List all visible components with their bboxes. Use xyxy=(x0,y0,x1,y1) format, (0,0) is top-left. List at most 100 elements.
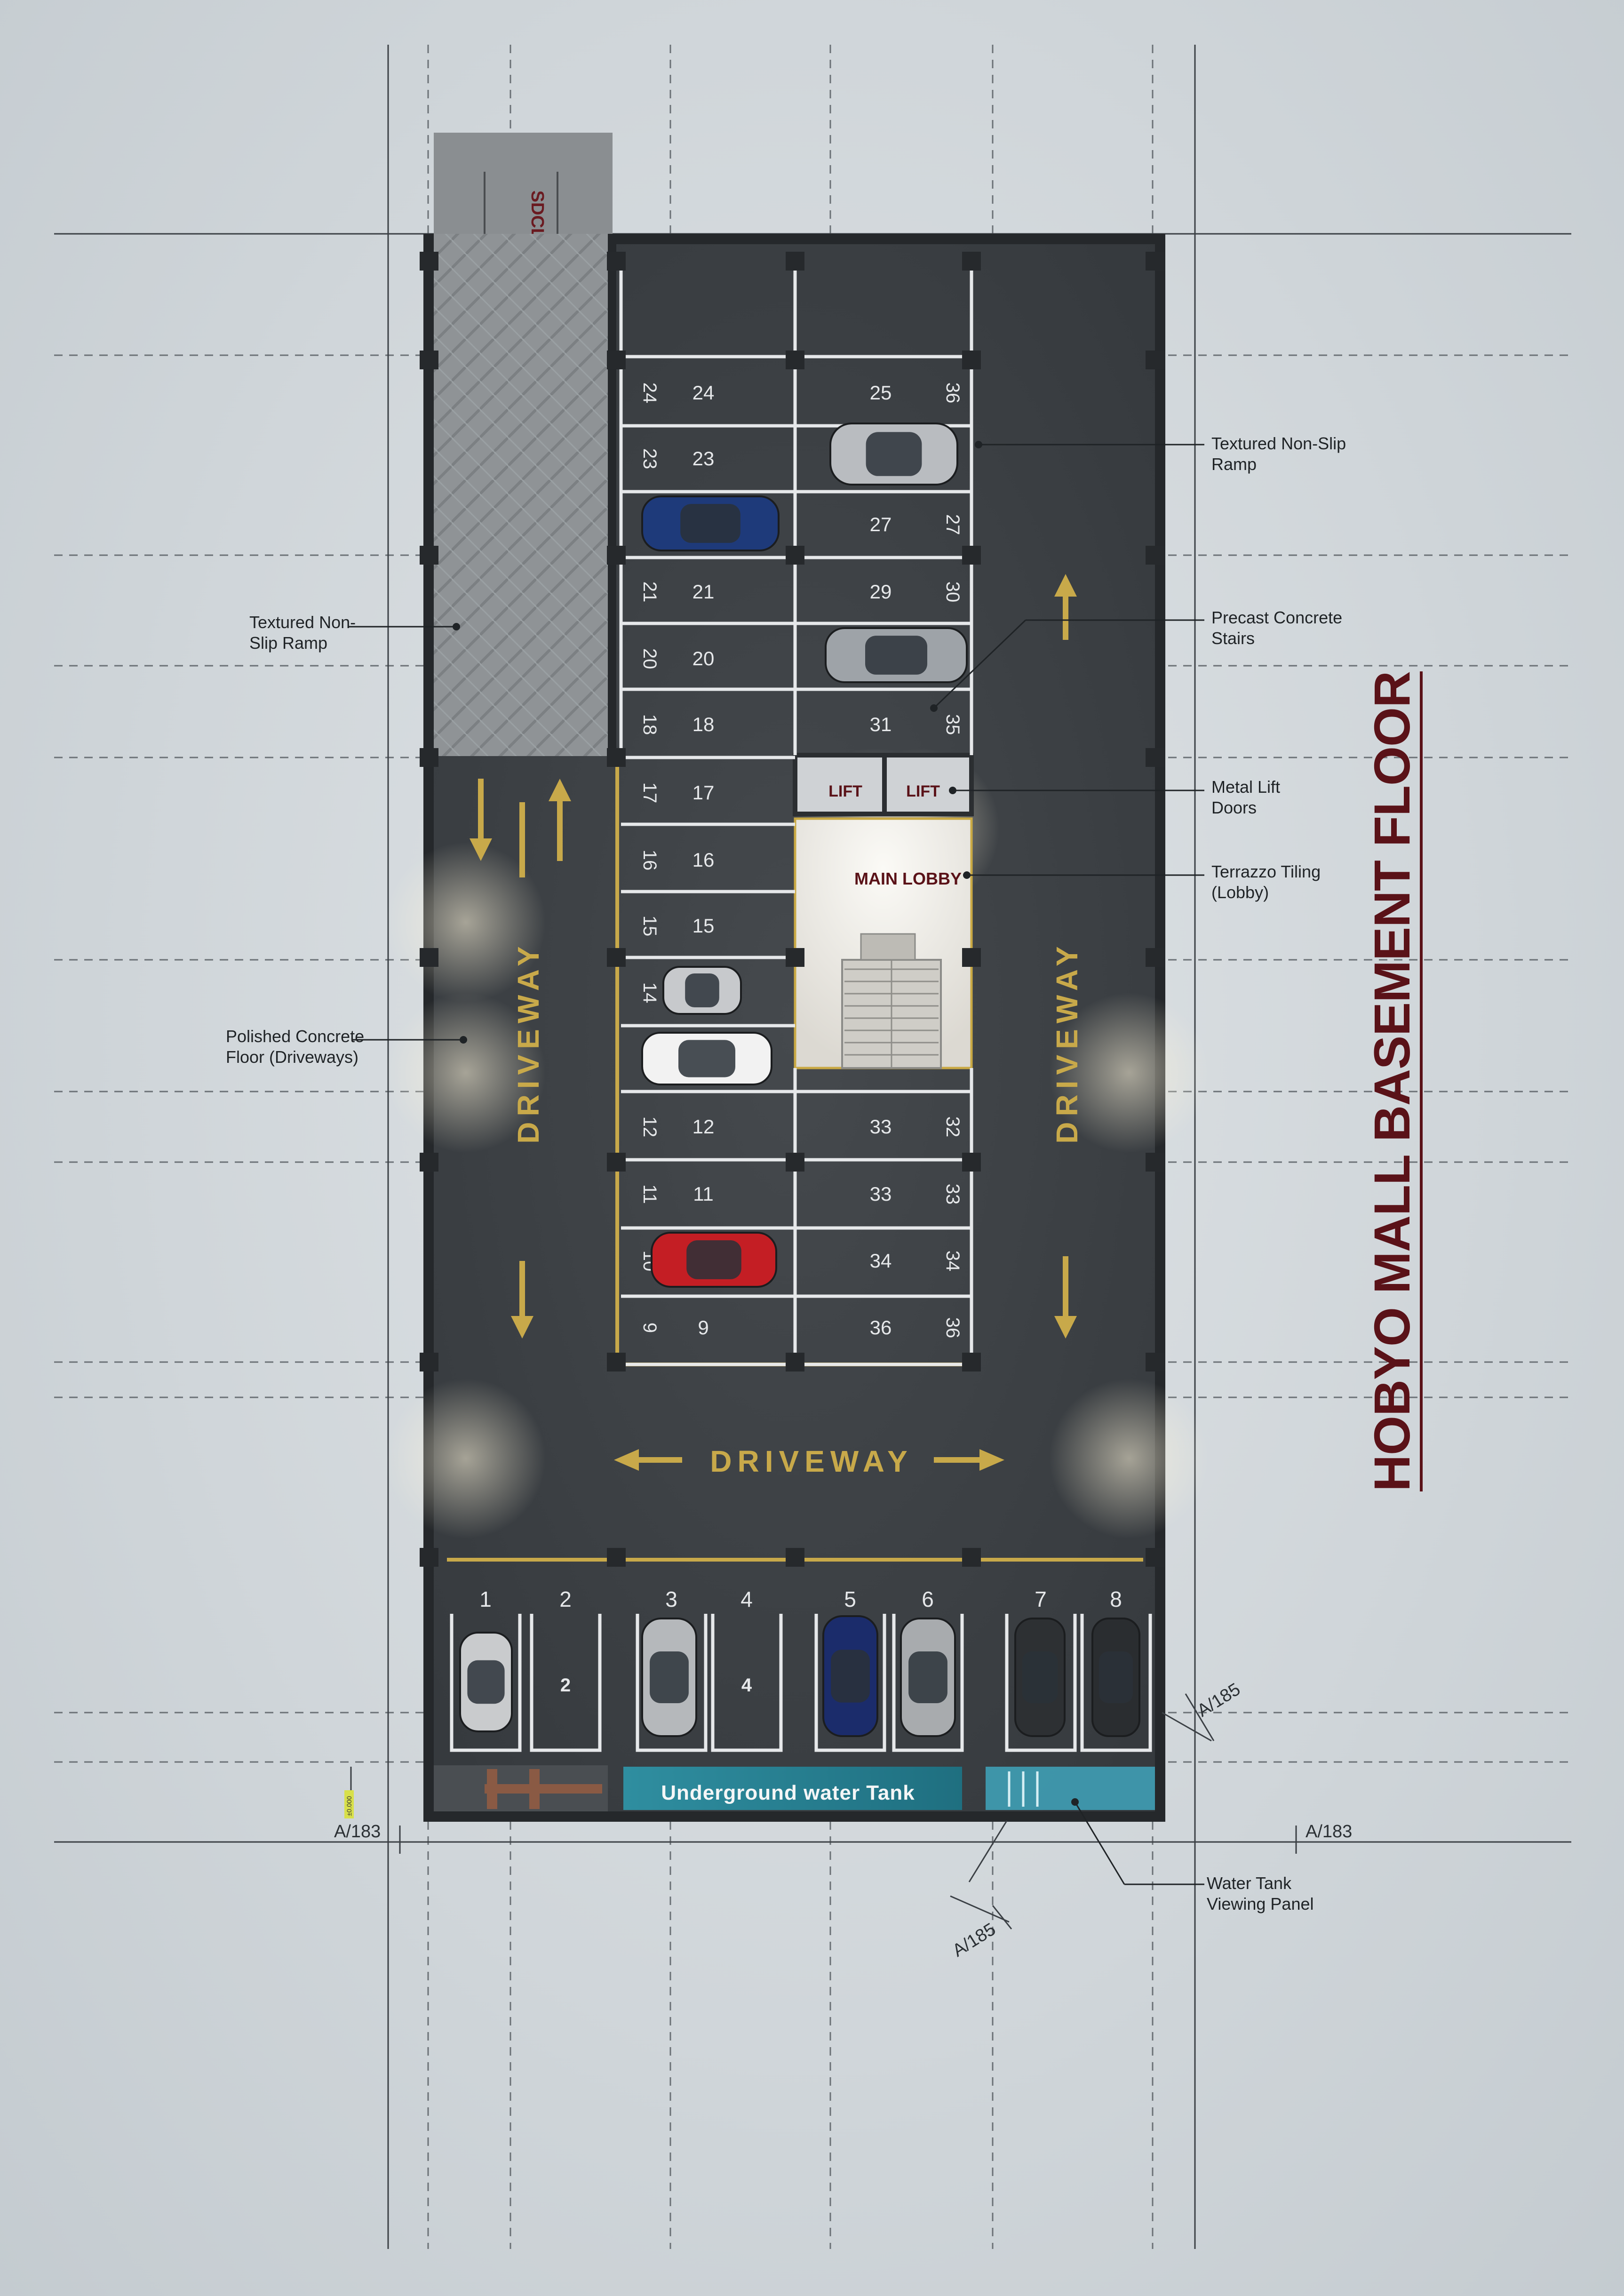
right-slot-number: 27 xyxy=(870,513,892,535)
structural-column xyxy=(420,252,438,271)
note-lobby-floor-text: Terrazzo Tiling xyxy=(1211,862,1321,881)
left-slot-number: 12 xyxy=(693,1116,715,1138)
ramp-wall xyxy=(608,234,616,756)
lift-left-label: LIFT xyxy=(828,782,862,800)
left-row-label: 17 xyxy=(639,782,660,804)
main-lobby-label: MAIN LOBBY xyxy=(854,869,962,888)
bottom-stall-outline xyxy=(450,1614,522,1752)
section-ref-diag-bottom: A/185 xyxy=(949,1919,999,1961)
precast-stairs xyxy=(841,933,942,1069)
slot-numbers: 2424232322212120201818171716161515141312… xyxy=(479,382,1122,1696)
car xyxy=(1014,1618,1066,1737)
note-ramp-left: Textured Non-Slip Ramp xyxy=(249,613,460,653)
level-marker-box xyxy=(344,1790,354,1818)
left-row-label: 18 xyxy=(639,714,660,735)
structural-column xyxy=(962,1353,981,1371)
car xyxy=(822,1615,878,1737)
note-driveway-floor-dot xyxy=(460,1036,467,1044)
right-slot-number: 33 xyxy=(870,1116,892,1138)
exterior-wall-top xyxy=(608,234,1165,244)
underground-water-tank xyxy=(623,1767,962,1810)
structural-column xyxy=(786,1548,804,1567)
structural-column xyxy=(420,1153,438,1172)
left-row-label: 12 xyxy=(639,1116,660,1138)
left-row-label: 23 xyxy=(639,448,660,470)
note-viewing-panel-text: Water Tank xyxy=(1207,1873,1292,1893)
car xyxy=(900,1618,956,1737)
arrow-head xyxy=(549,779,571,801)
structural-column xyxy=(420,351,438,369)
note-lobby-floor-dot xyxy=(963,871,971,879)
section-markers xyxy=(350,1693,1297,1929)
lamp-glow xyxy=(386,1379,546,1539)
note-lobby-floor: Terrazzo Tiling (Lobby) xyxy=(963,862,1321,902)
car-roof xyxy=(685,973,719,1007)
left-row-label: 20 xyxy=(639,648,660,670)
right-slot-number: 31 xyxy=(870,713,892,735)
arrow-head xyxy=(614,1449,639,1471)
entry-ramp-top xyxy=(434,133,613,236)
note-driveway-floor-text: Polished Concrete xyxy=(226,1027,364,1046)
structural-column xyxy=(1146,1153,1164,1172)
bottom-slot-header: 5 xyxy=(844,1587,856,1611)
structural-column xyxy=(1146,252,1164,271)
car-roof xyxy=(650,1651,689,1703)
bottom-stall-outline xyxy=(892,1614,964,1752)
arrow-head xyxy=(1054,1316,1077,1339)
structural-column xyxy=(1146,948,1164,967)
left-row-label: 9 xyxy=(639,1323,660,1333)
structural-column xyxy=(786,351,804,369)
structural-column xyxy=(420,748,438,767)
structural-column xyxy=(962,1548,981,1567)
pipes xyxy=(485,1769,602,1809)
note-ramp-right-text: Ramp xyxy=(1211,454,1257,474)
structural-column xyxy=(420,1353,438,1371)
lift-right-label: LIFT xyxy=(906,782,940,800)
car-roof xyxy=(678,1040,735,1077)
arrow-head xyxy=(511,1316,533,1339)
bottom-stall-outline xyxy=(1080,1614,1152,1752)
structural-column xyxy=(1146,1548,1164,1567)
left-row-label: 24 xyxy=(639,383,660,404)
right-edge-number: 34 xyxy=(942,1251,963,1272)
left-slot-number: 18 xyxy=(693,713,715,735)
car-roof xyxy=(908,1651,947,1703)
section-ref-left: A/183 xyxy=(334,1822,381,1842)
lamp-glow xyxy=(1049,993,1209,1153)
arrow-head xyxy=(979,1449,1004,1471)
structural-column xyxy=(420,1548,438,1567)
structural-column xyxy=(1146,1353,1164,1371)
driveway-right-label: DRIVEWAY xyxy=(1050,941,1084,1144)
note-stairs-leader-diag xyxy=(933,619,1027,709)
structural-column xyxy=(607,1153,626,1172)
left-slot-number: 17 xyxy=(693,781,715,804)
ramp-slab-cutout xyxy=(434,234,608,756)
bottom-slot-header: 2 xyxy=(559,1587,572,1611)
left-slot-number: 9 xyxy=(698,1316,709,1339)
car-roof xyxy=(467,1660,505,1704)
section-ref-right: A/183 xyxy=(1306,1822,1352,1842)
car-roof xyxy=(1022,1651,1058,1703)
car xyxy=(641,1032,772,1085)
left-row-label: 15 xyxy=(639,916,660,937)
note-ramp-left-text: Textured Non- xyxy=(249,613,356,632)
right-slot-number: 34 xyxy=(870,1250,892,1272)
note-ramp-right-dot xyxy=(975,441,982,448)
bottom-slot-label: 4 xyxy=(741,1675,752,1696)
note-ramp-right-text: Textured Non-Slip xyxy=(1211,434,1346,453)
car-roof xyxy=(1099,1651,1133,1703)
note-lift-doors-dot xyxy=(949,787,956,794)
water-tank-label: Underground water Tank xyxy=(661,1781,915,1804)
bottom-stall-outline xyxy=(1005,1614,1077,1752)
note-stairs-text: Precast Concrete xyxy=(1211,608,1342,627)
left-slot-number: 20 xyxy=(693,647,715,670)
note-ramp-left-text: Slip Ramp xyxy=(249,633,327,653)
structural-column xyxy=(962,351,981,369)
car-roof xyxy=(686,1240,741,1279)
note-lobby-floor-text: (Lobby) xyxy=(1211,883,1269,902)
